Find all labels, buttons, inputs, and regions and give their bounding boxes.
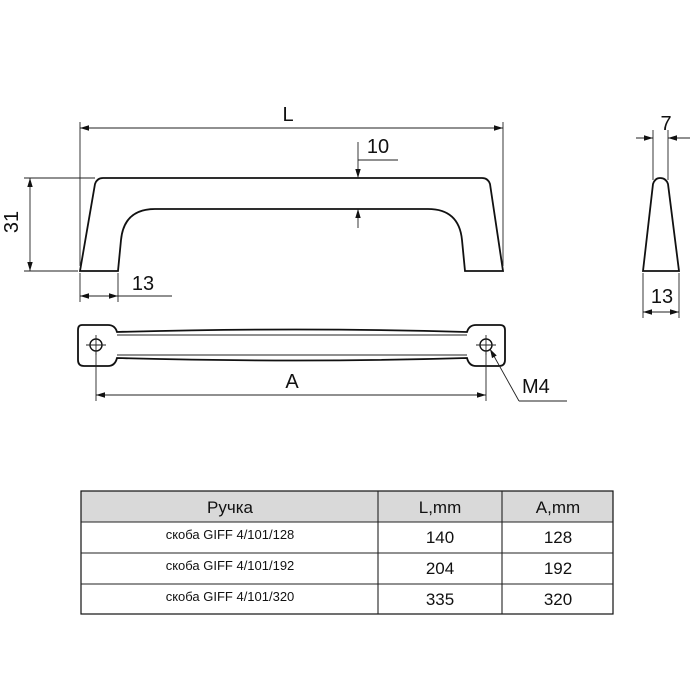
table-cell-name: скоба GIFF 4/101/192 (166, 558, 295, 573)
table-cell-l: 140 (426, 528, 454, 547)
dim-side-top-label: 7 (660, 113, 671, 135)
table-cell-a: 128 (544, 528, 572, 547)
dim-height-label: 31 (1, 211, 23, 233)
size-table: Ручка L,mm A,mm скоба GIFF 4/101/128 140… (80, 490, 614, 615)
table-cell-name: скоба GIFF 4/101/320 (166, 589, 295, 604)
handle-top-outline (77, 324, 506, 367)
table-header-l: L,mm (419, 498, 462, 517)
table-header-name: Ручка (207, 498, 254, 517)
top-view: A M4 (77, 324, 567, 402)
dim-foot-width-label: 13 (132, 273, 154, 295)
table-cell-name: скоба GIFF 4/101/128 (166, 527, 295, 542)
dim-length-label: L (282, 104, 293, 126)
front-view: L 10 31 13 (1, 104, 505, 302)
handle-side-outline (641, 177, 681, 272)
dim-thickness-label: 10 (367, 136, 389, 158)
dim-side-bottom-label: 13 (651, 286, 673, 308)
table-header-a: A,mm (536, 498, 580, 517)
dim-thread-label: M4 (522, 376, 550, 398)
side-view: 7 13 (636, 113, 690, 318)
handle-front-outline (78, 177, 505, 272)
table-cell-l: 204 (426, 559, 454, 578)
table-cell-l: 335 (426, 590, 454, 609)
table-header-bg (81, 491, 613, 522)
table-cell-a: 192 (544, 559, 572, 578)
table-cell-a: 320 (544, 590, 572, 609)
dim-hole-spacing-label: A (285, 371, 299, 393)
